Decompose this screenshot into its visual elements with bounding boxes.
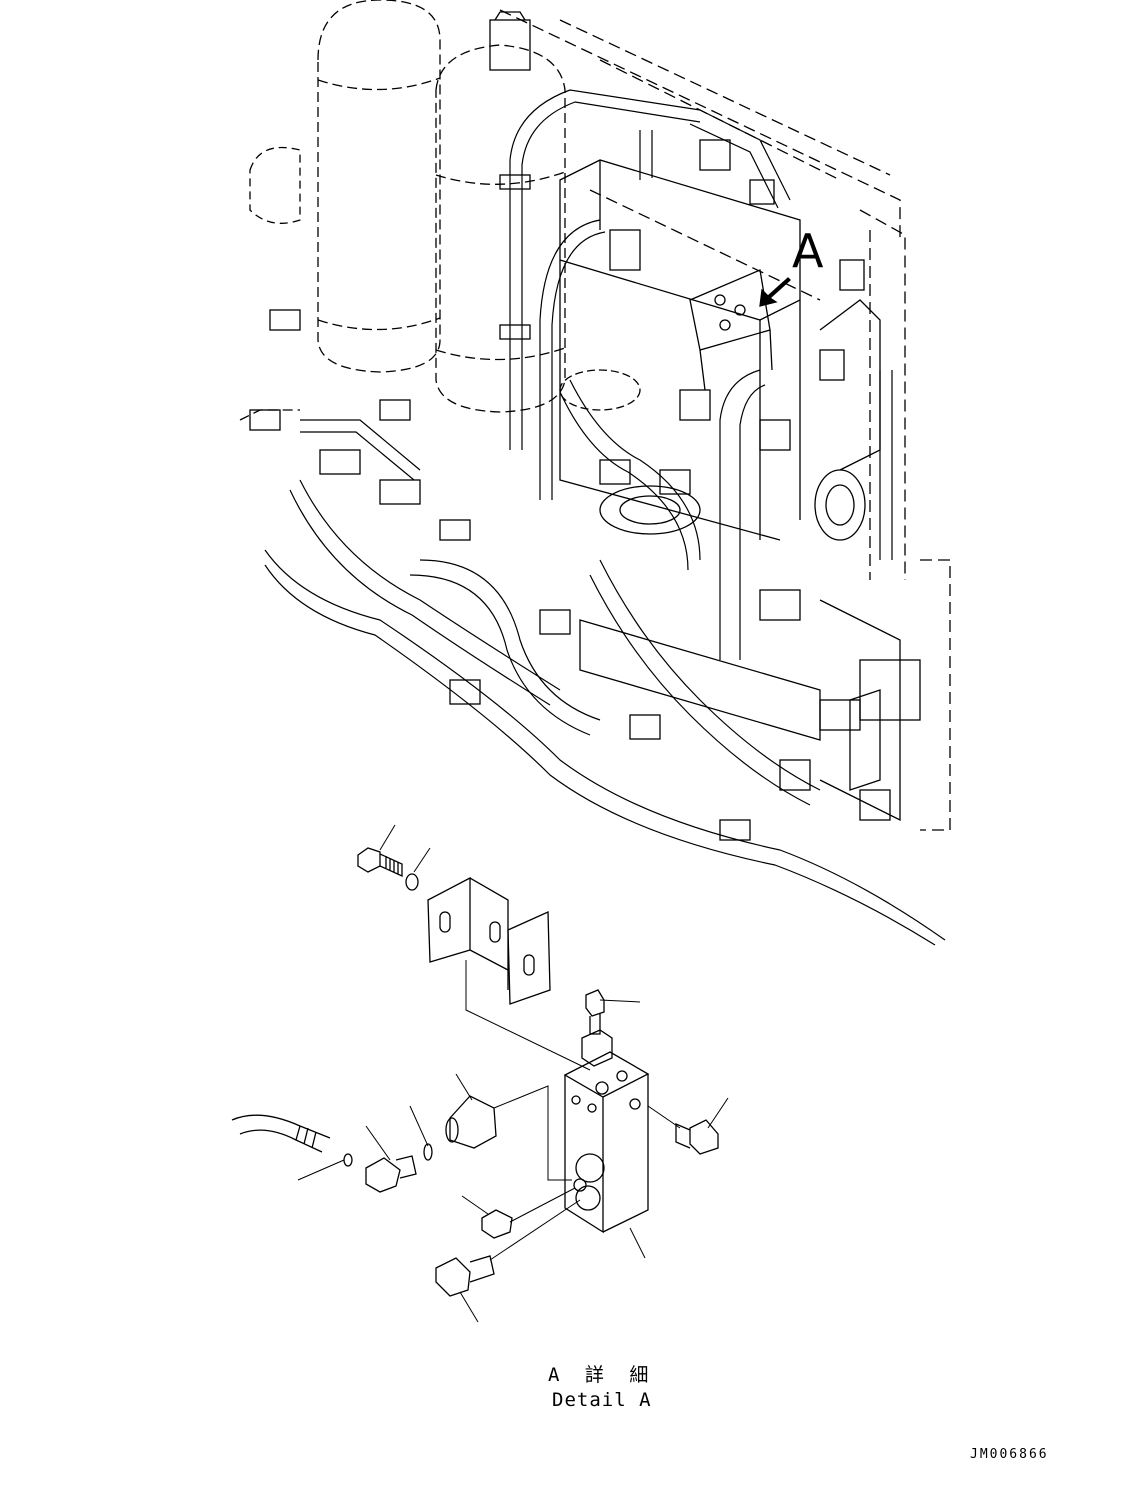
left-mount-plate xyxy=(249,146,301,224)
pump xyxy=(559,369,701,535)
drawing-number: JM006866 xyxy=(970,1447,1049,1462)
assembly-guide-lines xyxy=(465,960,681,1261)
right-tank xyxy=(435,44,566,413)
target-valve-block xyxy=(689,269,773,391)
detail-label-ja: A 詳 細 xyxy=(548,1364,656,1386)
top-plug xyxy=(585,989,605,1035)
left-tank xyxy=(317,0,441,373)
machine-assembly-view xyxy=(239,0,951,946)
hoses xyxy=(264,89,946,946)
small-o-ring xyxy=(343,1153,353,1167)
tank-cap xyxy=(489,11,531,71)
o-ring xyxy=(423,1143,433,1161)
mounting-bracket xyxy=(427,876,551,1005)
leader-lines xyxy=(297,824,729,1323)
lower-elbow xyxy=(435,1255,495,1297)
lower-plug xyxy=(481,1209,513,1239)
detail-a-exploded-view xyxy=(231,824,729,1323)
washer xyxy=(405,873,419,891)
detail-label-en: Detail A xyxy=(552,1389,652,1411)
frame-rails xyxy=(499,9,951,831)
hose-end xyxy=(231,1114,331,1153)
check-valve xyxy=(445,1095,497,1149)
view-label: A xyxy=(792,224,824,278)
left-frame xyxy=(239,409,300,421)
elbow-adapter xyxy=(365,1155,417,1193)
fittings xyxy=(249,139,891,841)
flange xyxy=(814,469,866,541)
view-direction-arrow-icon xyxy=(759,277,791,307)
right-elbow xyxy=(675,1119,719,1155)
mounting-bolt xyxy=(357,847,403,878)
valve-body xyxy=(559,159,921,822)
